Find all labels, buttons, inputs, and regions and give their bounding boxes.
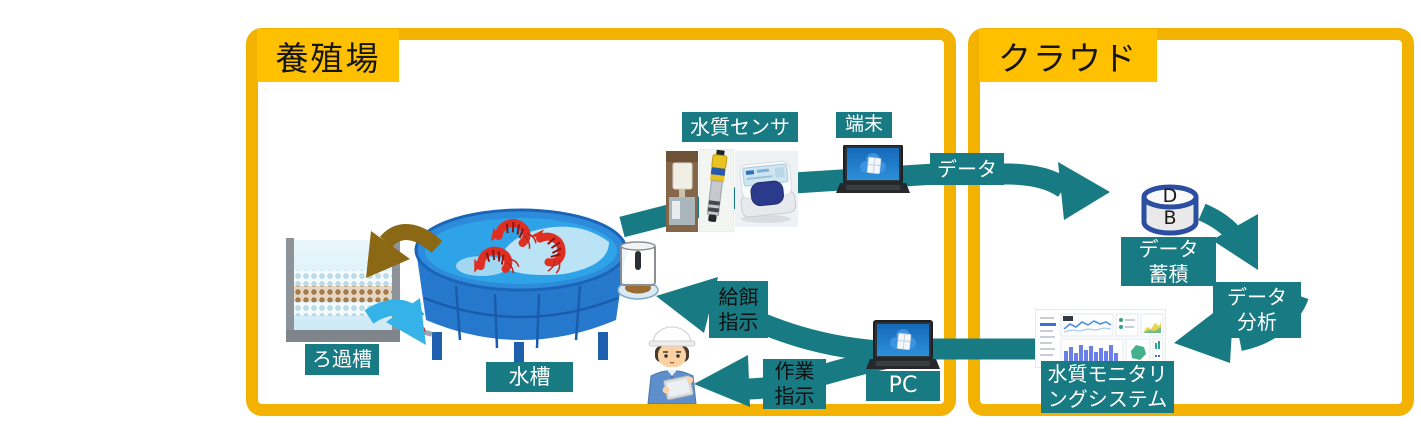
tank-seam-horizontal [423, 296, 619, 319]
filter-wall-bottom [286, 330, 400, 342]
dashboard-stats-card [1115, 313, 1139, 337]
dashboard-area-chart [1140, 313, 1164, 337]
filter-layer-mid [294, 286, 392, 302]
data-analysis-label: データ 分析 [1213, 282, 1301, 338]
windows-bloom [890, 329, 916, 350]
windows-bloom [860, 153, 886, 174]
tank-seams-vertical [454, 285, 582, 349]
db-cylinder-icon [1141, 184, 1199, 236]
dashboard-sidebar [1040, 317, 1056, 356]
work-arrowhead [694, 355, 750, 407]
dashboard-map-blob [1125, 338, 1151, 366]
filter-tank-label: ろ過槽 [305, 344, 379, 375]
water-sensor-label: 水質センサ [682, 112, 798, 142]
water-tank-label: 水槽 [486, 362, 573, 392]
feeder-icon [617, 241, 659, 300]
tank-to-filter-arrowhead [366, 231, 410, 278]
farm-region-label: 養殖場 [257, 29, 399, 82]
data-arrowhead [1058, 162, 1110, 220]
feeding-arrowhead [656, 277, 718, 333]
feeding-instruction-label: 給餌 指示 [709, 281, 768, 338]
worker-person-icon [647, 326, 697, 404]
work-instruction-label: 作業 指示 [763, 359, 826, 409]
cloud-region-label: クラウド [979, 29, 1157, 82]
db-to-analysis-arrowhead [1212, 214, 1258, 270]
wall-sensor-photo [666, 151, 698, 232]
filter-wall-left [286, 238, 294, 334]
database-node: D B [1136, 181, 1204, 239]
benchtop-meter-photo [735, 151, 798, 227]
terminal-laptop-icon [836, 145, 910, 193]
filter-to-tank-arrowhead [386, 298, 426, 345]
filter-wall-right [392, 238, 400, 334]
data-storage-label: データ 蓄積 [1121, 237, 1216, 286]
feeder-slot [635, 251, 641, 270]
data-flow-label: データ [930, 153, 1004, 185]
tank-to-filter-arrow-shaft [379, 224, 443, 254]
dashboard-bar-chart [1060, 338, 1124, 366]
terminal-label: 端末 [836, 112, 892, 138]
probe-sensor-photo [699, 149, 734, 232]
cloud-region-box [968, 28, 1414, 416]
monitoring-system-label: 水質モニタリ ングシステム [1041, 361, 1174, 413]
dashboard-line-chart [1060, 313, 1114, 337]
water-tank-illustration [414, 208, 628, 364]
pc-label: PC [866, 371, 940, 401]
db-label: D B [1162, 185, 1178, 230]
tank-legs [432, 332, 608, 364]
pc-laptop-icon [866, 320, 940, 369]
dashboard-screenshot [1035, 309, 1166, 368]
